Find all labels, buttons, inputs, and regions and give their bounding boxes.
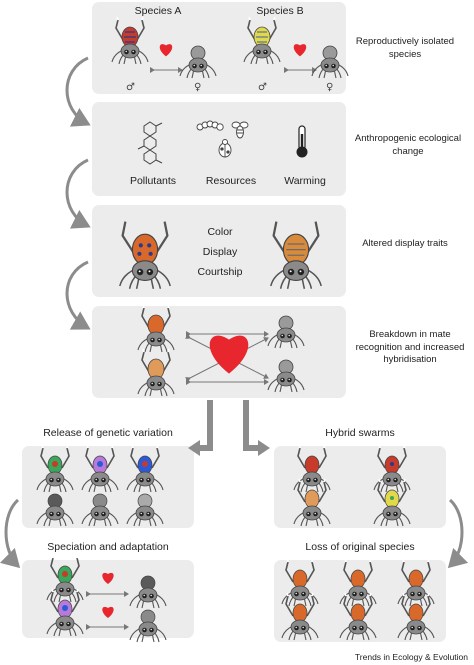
female-symbol-b: ♀ bbox=[326, 82, 333, 93]
heart-icon-left-2 bbox=[102, 606, 114, 618]
heart-icon-left-1 bbox=[102, 572, 114, 584]
new-species-female-1-icon bbox=[129, 575, 167, 609]
connector-arrow-1 bbox=[65, 56, 91, 127]
connector-arrow-left-split bbox=[0, 498, 21, 569]
species-b-male-spider-icon bbox=[243, 16, 281, 65]
new-species-male-1-icon bbox=[46, 554, 84, 603]
female-symbol-a: ♀ bbox=[194, 82, 201, 93]
species-b-label: Species B bbox=[256, 5, 304, 17]
altered-spider-a-icon bbox=[119, 221, 171, 290]
connector-arrow-3 bbox=[65, 260, 91, 330]
variant-spider-1-icon bbox=[36, 444, 74, 493]
heart-icon-b bbox=[293, 44, 307, 57]
remaining-spider-6-icon bbox=[397, 592, 435, 641]
title-speciation: Speciation and adaptation bbox=[47, 541, 169, 553]
resources-label: Resources bbox=[205, 175, 257, 187]
remaining-spider-3-icon bbox=[397, 558, 435, 607]
remaining-spider-5-icon bbox=[339, 592, 377, 641]
swarm-spider-4-icon bbox=[373, 478, 411, 527]
species-a-female-spider-icon bbox=[179, 45, 217, 79]
split-arrow-left bbox=[200, 400, 213, 451]
male-symbol-b: ♂ bbox=[258, 82, 267, 93]
side-label-breakdown: Breakdown in mate recognition and increa… bbox=[355, 329, 465, 365]
connector-arrow-right-split bbox=[447, 498, 469, 569]
variant-spider-3-icon bbox=[126, 444, 164, 493]
heart-icon-a bbox=[159, 44, 173, 57]
remaining-spider-4-icon bbox=[281, 592, 319, 641]
thermometer-icon bbox=[296, 125, 308, 158]
pollutants-label: Pollutants bbox=[129, 175, 177, 187]
title-hybrid-swarms: Hybrid swarms bbox=[325, 427, 395, 439]
variant-spider-2-icon bbox=[81, 444, 119, 493]
split-arrow-left-head bbox=[188, 440, 200, 456]
hybrid-female-a-icon bbox=[267, 315, 305, 349]
warming-label: Warming bbox=[284, 175, 326, 187]
side-label-ecological: Anthropogenic ecological change bbox=[354, 133, 462, 157]
altered-spider-b-icon bbox=[270, 221, 322, 290]
split-arrow-right-head bbox=[258, 440, 270, 456]
male-symbol-a: ♂ bbox=[126, 82, 135, 93]
trait-courtship-label: Courtship bbox=[197, 266, 243, 278]
swarm-spider-2-icon bbox=[373, 444, 411, 493]
hybrid-male-b-icon bbox=[137, 348, 175, 397]
big-heart-icon bbox=[209, 335, 249, 374]
hybrid-female-b-icon bbox=[267, 359, 305, 393]
swarm-spider-3-icon bbox=[293, 478, 331, 527]
ladybug-icon bbox=[218, 139, 232, 158]
species-a-male-spider-icon bbox=[111, 16, 149, 65]
side-label-altered: Altered display traits bbox=[362, 238, 448, 249]
new-species-male-2-icon bbox=[46, 588, 84, 637]
variant-spider-6-icon bbox=[126, 493, 164, 527]
swarm-spider-1-icon bbox=[293, 444, 331, 493]
title-loss-species: Loss of original species bbox=[305, 541, 415, 553]
title-genetic-variation: Release of genetic variation bbox=[43, 427, 173, 439]
new-species-female-2-icon bbox=[129, 609, 167, 643]
journal-credit: Trends in Ecology & Evolution bbox=[354, 652, 468, 662]
caterpillar-icon bbox=[196, 120, 224, 131]
variant-spider-5-icon bbox=[81, 493, 119, 527]
bee-icon bbox=[231, 121, 249, 139]
species-b-female-spider-icon bbox=[311, 45, 349, 79]
variant-spider-4-icon bbox=[36, 493, 74, 527]
side-label-isolated: Reproductively isolated species bbox=[355, 36, 455, 60]
connector-arrow-2 bbox=[65, 158, 91, 229]
remaining-spider-1-icon bbox=[281, 558, 319, 607]
trait-color-label: Color bbox=[207, 226, 233, 238]
hybrid-male-a-icon bbox=[137, 304, 175, 353]
molecule-icon bbox=[137, 121, 163, 165]
species-a-label: Species A bbox=[134, 5, 182, 17]
split-arrow-right bbox=[243, 400, 258, 451]
remaining-spider-2-icon bbox=[339, 558, 377, 607]
trait-display-label: Display bbox=[202, 246, 238, 258]
